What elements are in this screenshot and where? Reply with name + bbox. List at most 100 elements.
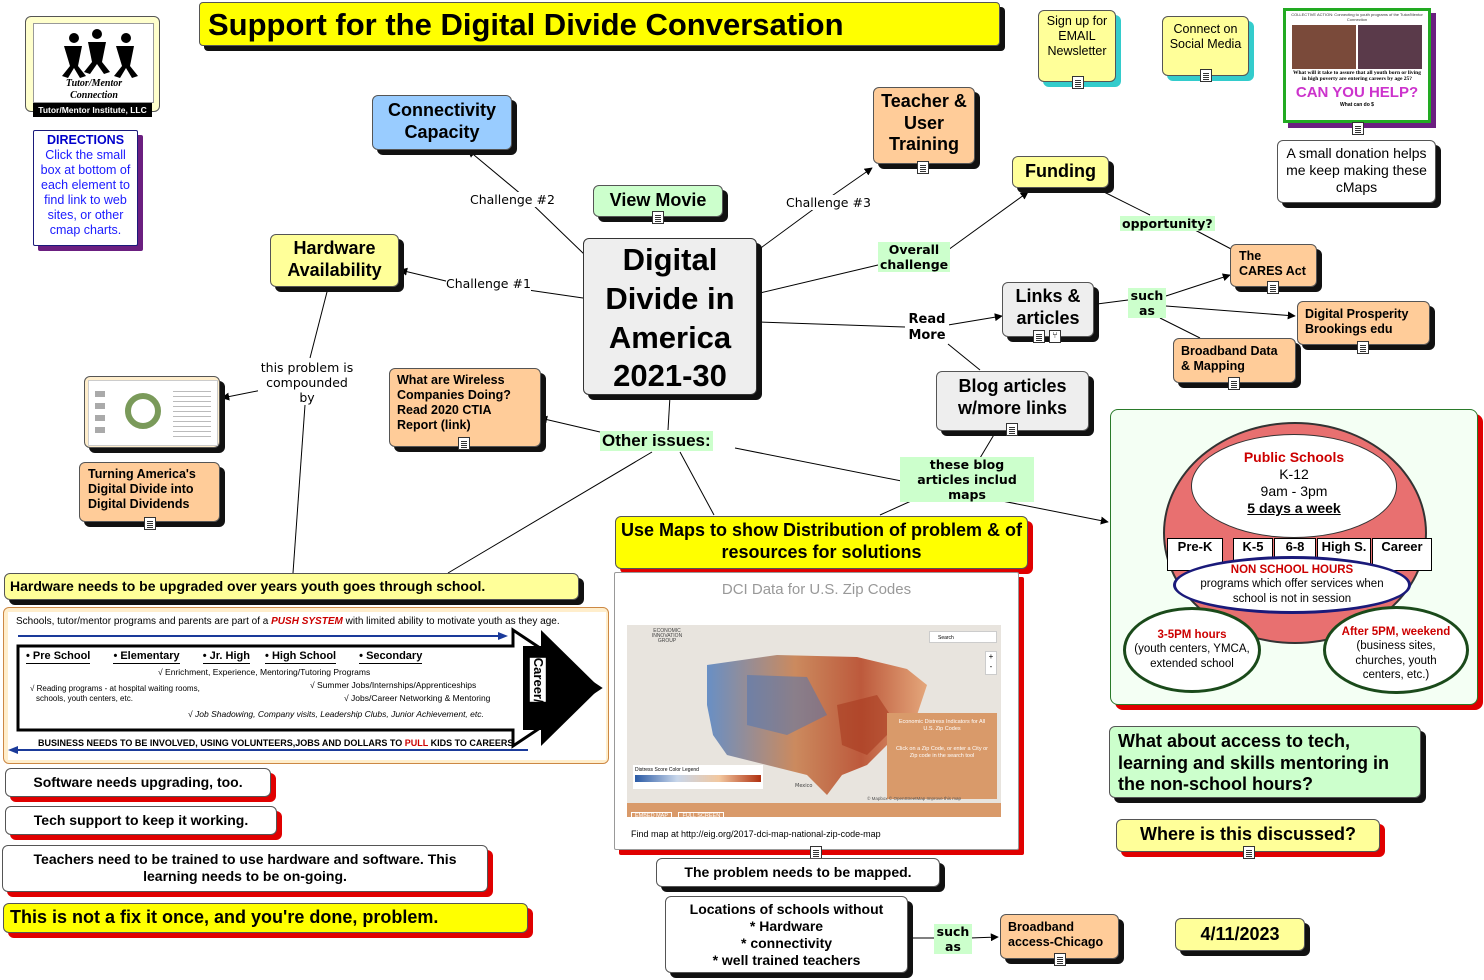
funding: Funding <box>1012 156 1109 188</box>
challenge-3-label: Challenge #3 <box>786 195 871 210</box>
links-cmap-icon[interactable]: ⑂ <box>1049 330 1061 343</box>
opportunity-label: opportunity? <box>1120 216 1215 231</box>
challenge-1-label: Challenge #1 <box>446 276 531 291</box>
full-screen-button[interactable]: FULL SCREEN <box>678 812 725 821</box>
hardware-availability: Hardware Availability <box>270 234 399 287</box>
flyer-photos <box>1286 24 1428 69</box>
social-link-icon[interactable] <box>1200 69 1212 82</box>
central-topic-text: Digital Divide in America 2021-30 <box>605 242 735 394</box>
phase-preschool: • Pre School <box>26 650 91 665</box>
digital-prosperity: Digital Prosperity Brookings edu <box>1297 301 1430 345</box>
dci-map-panel[interactable]: DCI Data for U.S. Zip Codes ECONOMIC INN… <box>614 572 1019 850</box>
flyer-link-icon[interactable] <box>1352 122 1364 135</box>
newsletter-label: Sign up for EMAIL Newsletter <box>1046 14 1108 58</box>
level-career: Career <box>1372 538 1432 572</box>
newsletter-link-icon[interactable] <box>1072 76 1084 89</box>
report-thumbnail[interactable] <box>84 376 220 448</box>
broadband-access-chicago: Broadband access-Chicago <box>1000 914 1119 959</box>
directions-box: DIRECTIONS Click the small box at bottom… <box>33 130 138 246</box>
afternoon-text: (youth centers, YMCA, extended school <box>1134 643 1250 670</box>
discussed-link-icon[interactable] <box>1243 846 1255 859</box>
report-image <box>88 380 218 446</box>
legend-scale <box>635 775 761 782</box>
flyer-thumbnail[interactable]: COLLECTIVE ACTION: Connecting to youth p… <box>1283 8 1431 123</box>
turning-link-icon[interactable] <box>144 517 156 530</box>
map-search[interactable]: Search <box>929 631 997 643</box>
map-org: ECONOMIC INNOVATION GROUP <box>651 628 683 644</box>
nsh-title: NON SCHOOL HOURS <box>1230 564 1354 576</box>
logo-image: Tutor/Mentor Connection <box>33 23 154 103</box>
newsletter-signup[interactable]: Sign up for EMAIL Newsletter <box>1038 10 1116 82</box>
compounded-label: this problem is compounded by <box>258 360 356 405</box>
logo[interactable]: Tutor/Mentor Connection Tutor/Mentor Ins… <box>25 16 160 117</box>
public-schools-ellipse: Public Schools K-12 9am - 3pm 5 days a w… <box>1191 434 1397 538</box>
turning-digital-divide: Turning America's Digital Divide into Di… <box>79 462 220 522</box>
donation-text: A small donation helps me keep making th… <box>1286 145 1427 195</box>
directions-text: Click the small box at bottom of each el… <box>40 148 131 237</box>
push-system-inner: Schools, tutor/mentor programs and paren… <box>8 612 606 760</box>
broadband-chicago-link-icon[interactable] <box>1054 953 1066 966</box>
embed-map-button[interactable]: EMBED MAP <box>631 812 673 821</box>
overall-challenge-label: Overall challenge <box>878 242 950 272</box>
phase-elementary: • Elementary <box>113 650 180 665</box>
software-upgrade: Software needs upgrading, too. <box>5 768 271 797</box>
overlay-text: Click on a Zip Code, or enter a City or … <box>895 746 988 759</box>
phase-highschool: • High School <box>265 650 337 665</box>
overlay-title: Economic Distress Indicators for All U.S… <box>898 719 986 732</box>
other-issues: Other issues: <box>600 431 713 452</box>
map-area: ECONOMIC INNOVATION GROUP Search +- Mexi… <box>627 625 1001 803</box>
wireless-link-icon[interactable] <box>458 437 470 450</box>
people-icon: Tutor/Mentor Connection <box>62 29 138 101</box>
wireless-companies: What are Wireless Companies Doing? Read … <box>389 368 541 447</box>
push-footer-post: KIDS TO CAREERS <box>428 738 514 748</box>
schools-days: 5 days a week <box>1247 500 1341 517</box>
view-movie-link-icon[interactable] <box>652 211 664 224</box>
zoom-control[interactable]: +- <box>985 651 997 675</box>
flyer-cta: CAN YOU HELP? <box>1295 83 1419 101</box>
logo-caption: Tutor/Mentor Institute, LLC <box>33 103 152 117</box>
teacher-link-icon[interactable] <box>917 161 929 174</box>
map-find-link[interactable]: Find map at http://eig.org/2017-dci-map-… <box>631 829 881 839</box>
non-school-hours-ellipse: NON SCHOOL HOURS programs which offer se… <box>1173 556 1411 614</box>
push-heading-post: with limited ability to motivate youth a… <box>342 616 560 627</box>
teachers-trained: Teachers need to be trained to use hardw… <box>2 845 488 892</box>
cares-link-icon[interactable] <box>1267 281 1279 294</box>
map-title: DCI Data for U.S. Zip Codes <box>721 581 912 598</box>
map-country: Mexico <box>795 783 812 789</box>
push-line2a: √ Reading programs - at hospital waiting… <box>30 684 200 693</box>
map-legend: Distress Score Color Legend <box>633 765 763 789</box>
push-system-diagram: Schools, tutor/mentor programs and paren… <box>3 607 609 764</box>
page-title: Support for the Digital Divide Conversat… <box>199 2 1000 46</box>
not-fix-once: This is not a fix it once, and you're do… <box>3 903 528 933</box>
blog-link-icon[interactable] <box>1006 423 1018 436</box>
afternoon-ellipse: 3-5PM hours (youth centers, YMCA, extend… <box>1123 607 1261 693</box>
career-label: Career/Job <box>530 657 546 726</box>
prosperity-link-icon[interactable] <box>1357 341 1369 354</box>
phase-secondary: • Secondary <box>359 650 423 665</box>
locations-without: Locations of schools without * Hardware … <box>665 896 908 973</box>
social-media[interactable]: Connect on Social Media <box>1162 16 1249 76</box>
push-heading: Schools, tutor/mentor programs and paren… <box>16 616 560 628</box>
svg-text:Tutor/Mentor: Tutor/Mentor <box>66 78 122 89</box>
schools-hours: 9am - 3pm <box>1260 483 1328 500</box>
central-topic: Digital Divide in America 2021-30 <box>583 238 757 395</box>
links-articles: Links & articles <box>1002 282 1094 337</box>
blog-maps-label: these blog articles includ maps <box>900 457 1034 502</box>
broadband-map-link-icon[interactable] <box>1228 377 1240 390</box>
push-footer-pull: PULL <box>404 738 429 748</box>
links-doc-icon[interactable] <box>1033 330 1045 343</box>
push-line2b: schools, youth centers, etc. <box>36 694 133 703</box>
flyer-top: COLLECTIVE ACTION: Connecting to youth p… <box>1291 12 1423 22</box>
connectivity-capacity: Connectivity Capacity <box>372 95 512 150</box>
map-search-placeholder: Search <box>938 635 954 641</box>
evening-text: (business sites, churches, youth centers… <box>1355 640 1437 682</box>
phase-row: • Pre School • Elementary • Jr. High • H… <box>20 650 428 665</box>
push-arrows <box>8 627 603 754</box>
us-choropleth: Mexico <box>707 655 927 795</box>
svg-text:Connection: Connection <box>70 90 118 101</box>
legend-title: Distress Score Color Legend <box>635 767 699 773</box>
push-line4: √ Jobs/Career Networking & Mentoring <box>344 693 491 703</box>
push-footer: BUSINESS NEEDS TO BE INVOLVED, USING VOL… <box>38 738 513 749</box>
read-more-label: Read More <box>905 312 949 344</box>
push-heading-push: PUSH SYSTEM <box>271 616 343 627</box>
